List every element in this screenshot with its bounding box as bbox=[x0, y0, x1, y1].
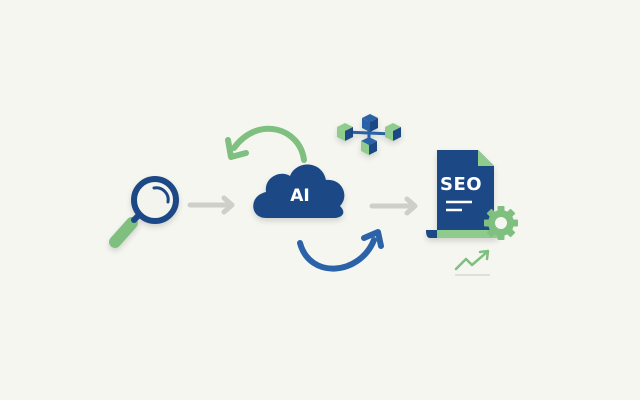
document-icon bbox=[426, 150, 498, 238]
cube-network-icon bbox=[337, 114, 401, 155]
blue-cycle-arrow-icon bbox=[297, 229, 384, 272]
green-cycle-arrow-icon bbox=[225, 125, 307, 163]
cloud-icon bbox=[253, 164, 345, 218]
seo-label: SEO bbox=[440, 174, 483, 195]
magnifying-glass-icon bbox=[109, 176, 179, 248]
ai-label: AI bbox=[290, 186, 310, 206]
arrow-search-to-ai bbox=[187, 195, 235, 215]
trend-up-icon bbox=[454, 249, 490, 276]
arrow-ai-to-seo bbox=[369, 196, 418, 216]
gear-icon bbox=[484, 206, 518, 240]
